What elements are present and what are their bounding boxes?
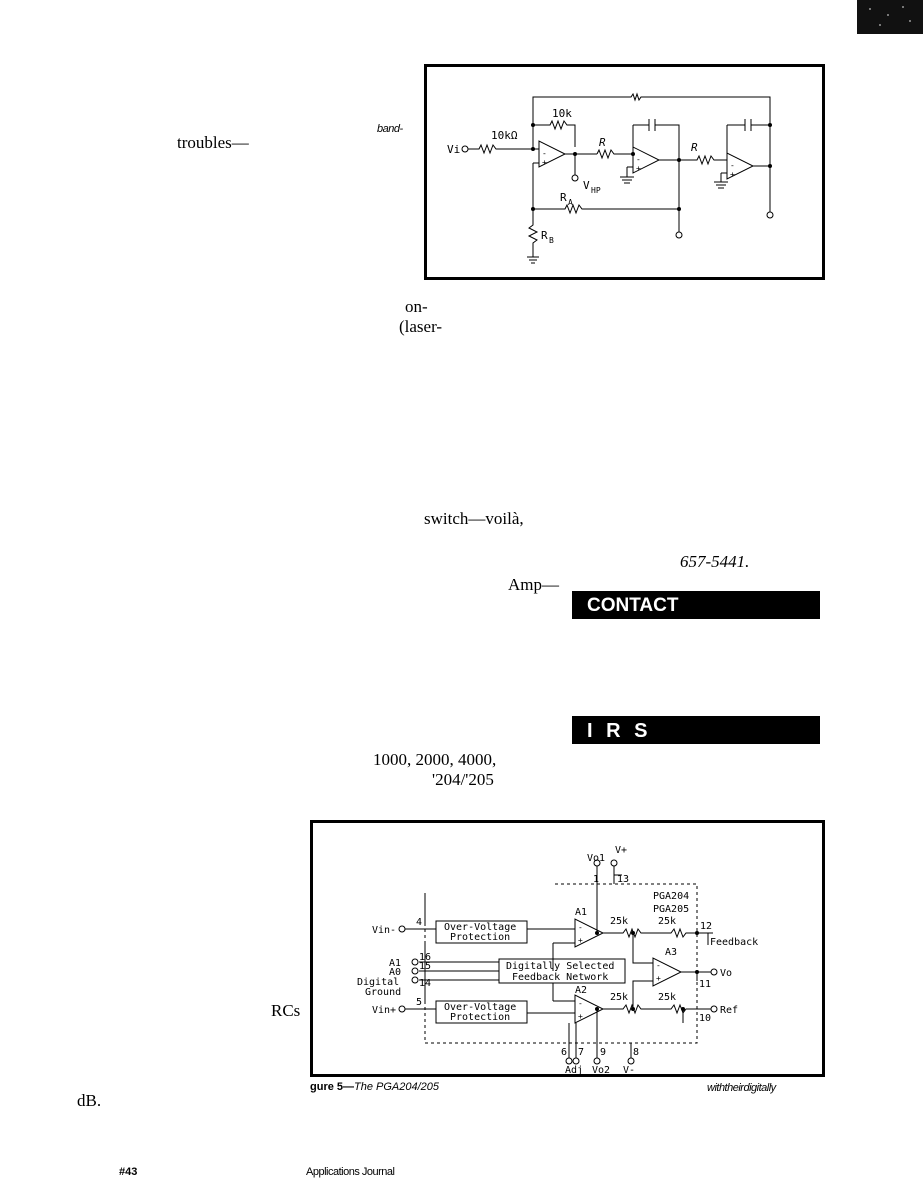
label-25k-1: 25k: [610, 916, 628, 927]
fragment-band: band-: [377, 123, 403, 135]
label-pga204: PGA204: [653, 891, 689, 902]
label-rb: R: [541, 229, 548, 242]
label-r1: R: [599, 136, 606, 149]
label-pin11: 11: [699, 979, 711, 990]
label-pin5: 5: [416, 997, 422, 1008]
label-pin8: 8: [633, 1047, 639, 1058]
label-pin15: 15: [419, 961, 431, 972]
label-r2: R: [691, 141, 698, 154]
label-pga205: PGA205: [653, 904, 689, 915]
label-a1-input: A1: [389, 958, 401, 969]
fragment-laser: (laser-: [399, 317, 443, 336]
label-vhp: V: [583, 179, 590, 192]
label-feedback: Feedback: [710, 937, 758, 948]
label-pin10: 10: [699, 1013, 711, 1024]
fragment-phone: 657-5441.: [680, 552, 750, 571]
label-pin16: 16: [419, 952, 431, 963]
svg-text:-: -: [542, 149, 547, 158]
label-vi: Vi: [447, 143, 460, 156]
label-adj: Adj: [565, 1065, 583, 1074]
caption-end: withtheirdigitally: [707, 1082, 776, 1094]
corner-scan-artifact: [857, 0, 923, 34]
label-ra-sub: A: [568, 198, 573, 207]
fragment-troubles: troubles—: [177, 133, 249, 152]
label-ref: Ref: [720, 1005, 738, 1016]
dsfn-line2: Feedback Network: [512, 972, 608, 983]
label-25k-4: 25k: [658, 992, 676, 1003]
caption-start: gure 5—: [310, 1081, 355, 1093]
footer-journal: Applications Journal: [306, 1166, 395, 1178]
label-a2: A2: [575, 985, 587, 996]
fragment-db: dB.: [77, 1091, 102, 1110]
figure-4-box: - + - + - + Vi 10k 10kΩ R R R A R B V HP: [424, 64, 825, 280]
irs-heading-bar: I R S: [572, 716, 820, 744]
ovp-top-line1: Over-Voltage: [444, 922, 516, 933]
label-pin6: 6: [561, 1047, 567, 1058]
label-10k: 10k: [552, 107, 572, 120]
label-vin-plus: Vin+: [372, 1005, 396, 1016]
label-25k-3: 25k: [610, 992, 628, 1003]
figure-4-schematic: - + - + - + Vi 10k 10kΩ R R R A R B V HP: [447, 92, 774, 264]
label-rb-sub: B: [549, 236, 554, 245]
label-ra: R: [560, 191, 567, 204]
svg-text:+: +: [578, 936, 583, 945]
fragment-rcs: RCs: [271, 1001, 301, 1020]
fragment-on: on-: [405, 297, 428, 316]
label-25k-2: 25k: [658, 916, 676, 927]
dsfn-line1: Digitally Selected: [506, 961, 614, 972]
label-a1: A1: [575, 907, 587, 918]
caption-part: The PGA204/205: [354, 1081, 440, 1093]
label-vminus: V-: [623, 1065, 635, 1074]
label-pin13: 13: [617, 874, 629, 885]
svg-text:+: +: [542, 158, 547, 167]
figure-5-caption: gure 5—The PGA204/205: [310, 1082, 439, 1093]
figure-5-box: - + - + - + Vo1 V+ 1 13 PGA204 PGA205 Vi…: [310, 820, 825, 1077]
svg-text:+: +: [730, 170, 735, 179]
ovp-top-line2: Protection: [450, 932, 510, 943]
irs-heading: I R S: [587, 720, 652, 742]
svg-text:+: +: [636, 164, 641, 173]
svg-text:-: -: [730, 161, 735, 170]
svg-text:-: -: [578, 923, 583, 932]
svg-text:-: -: [656, 961, 661, 970]
label-vo1: Vo1: [587, 853, 605, 864]
ovp-bottom-line1: Over-Voltage: [444, 1002, 516, 1013]
svg-text:-: -: [578, 999, 583, 1008]
label-vin-minus: Vin-: [372, 925, 396, 936]
label-vplus: V+: [615, 845, 627, 856]
label-a3: A3: [665, 947, 677, 958]
label-pin14: 14: [419, 978, 431, 989]
fragment-gains: 1000, 2000, 4000,: [373, 750, 497, 769]
label-ground: Ground: [365, 987, 401, 998]
fragment-amp: Amp—: [508, 575, 559, 594]
svg-text:+: +: [578, 1012, 583, 1021]
label-pin7: 7: [578, 1047, 584, 1058]
label-vo: Vo: [720, 968, 732, 979]
label-pin9: 9: [600, 1047, 606, 1058]
fragment-switch: switch—voilà,: [424, 509, 524, 528]
label-a0-input: A0: [389, 967, 401, 978]
svg-text:-: -: [636, 155, 641, 164]
label-vhp-sub: HP: [591, 186, 601, 195]
label-pin4: 4: [416, 917, 422, 928]
svg-text:+: +: [656, 974, 661, 983]
footer-issue: #43: [119, 1166, 138, 1178]
ovp-bottom-line2: Protection: [450, 1012, 510, 1023]
label-pin1: 1: [593, 874, 599, 885]
figure-5-schematic: - + - + - + Vo1 V+ 1 13 PGA204 PGA205 Vi…: [357, 845, 758, 1074]
fragment-part: '204/'205: [432, 770, 494, 789]
label-10k-ohm: 10kΩ: [491, 129, 518, 142]
contact-heading: CONTACT: [587, 595, 679, 616]
label-pin12: 12: [700, 921, 712, 932]
label-digital: Digital: [357, 977, 399, 988]
label-vo2: Vo2: [592, 1065, 610, 1074]
contact-heading-bar: CONTACT: [572, 591, 820, 619]
